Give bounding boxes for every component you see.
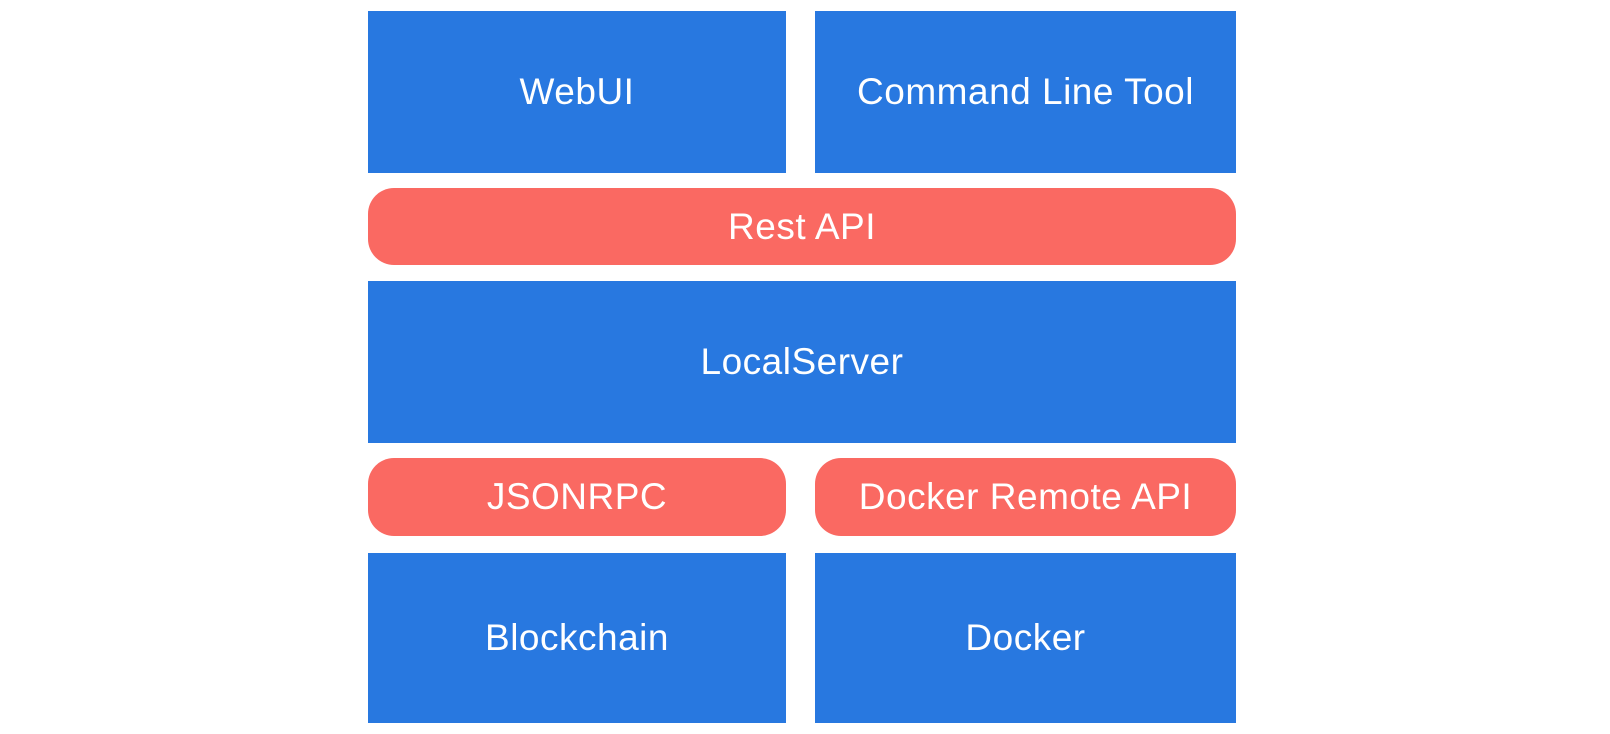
node-localserver: LocalServer xyxy=(368,281,1236,443)
node-webui: WebUI xyxy=(368,11,786,173)
node-docker-remote-api: Docker Remote API xyxy=(815,458,1236,536)
node-blockchain: Blockchain xyxy=(368,553,786,723)
node-jsonrpc: JSONRPC xyxy=(368,458,786,536)
node-rest-api: Rest API xyxy=(368,188,1236,265)
node-docker: Docker xyxy=(815,553,1236,723)
node-command-line-tool: Command Line Tool xyxy=(815,11,1236,173)
